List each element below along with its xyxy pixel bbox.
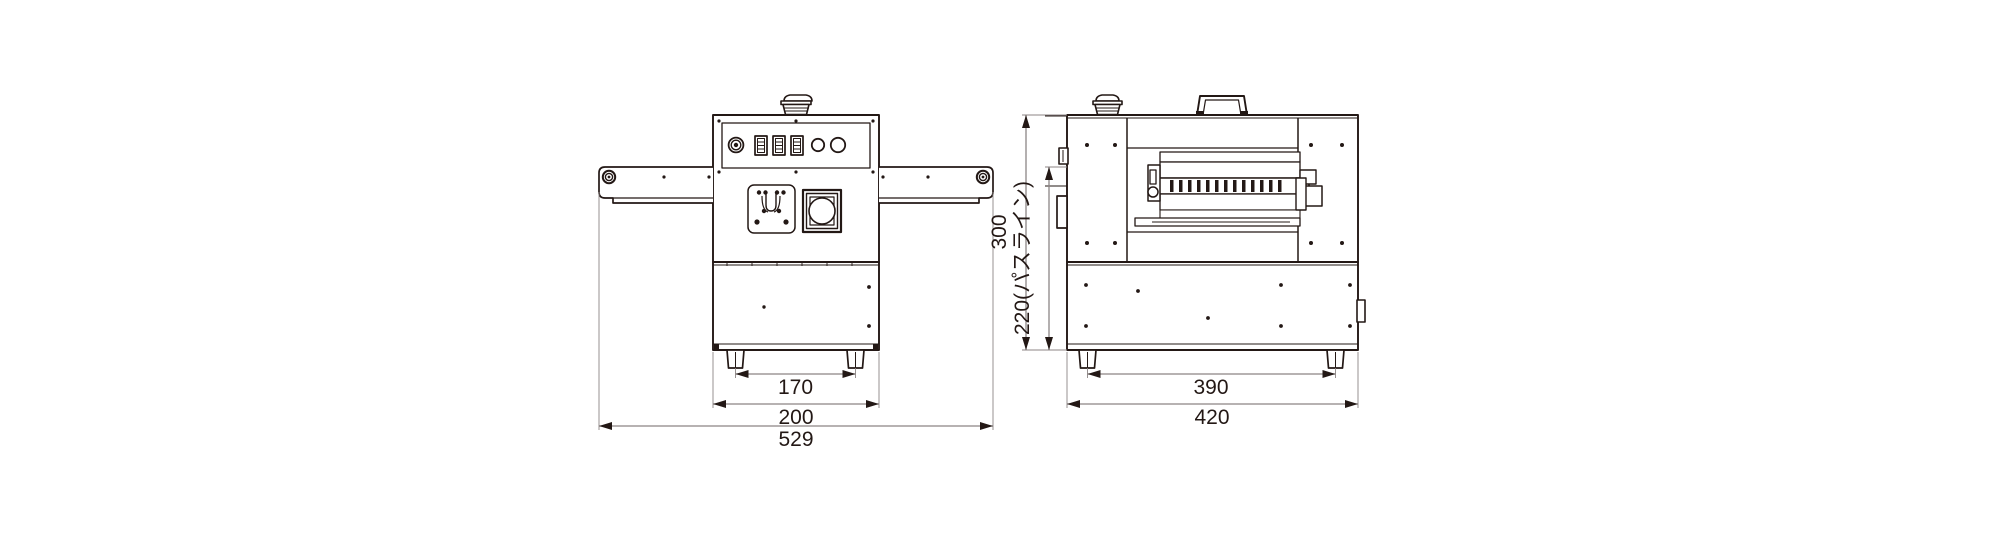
front-view: [598, 94, 994, 369]
arrow-head-left: [713, 400, 726, 408]
side-comb-fins: [1170, 180, 1282, 192]
front-inspection-window: [801, 188, 843, 234]
front-round-dial-icon: [727, 136, 745, 154]
front-mid-access-plate: [747, 184, 796, 234]
front-view-extension-lines: [598, 192, 994, 430]
side-left-upper-port: [1058, 147, 1069, 165]
side-top-cap-knob-icon: [1092, 94, 1123, 116]
side-lower-cabinet: [1066, 261, 1359, 351]
arrow-head-left: [1087, 370, 1101, 378]
front-leg-left: [726, 349, 745, 369]
dimension-side-passline: 220(パスライン): [1011, 167, 1053, 350]
front-rocker-switch-3-icon: [790, 135, 804, 156]
dimension-label-220-passline: 220(パスライン): [1011, 181, 1034, 335]
side-comb-housing: [1150, 177, 1310, 195]
dimension-front-body: 200: [713, 400, 879, 429]
arrow-head-bottom: [1022, 337, 1030, 350]
arrow-head-right: [980, 422, 993, 430]
arrow-head-left: [735, 370, 749, 378]
arrow-head-right: [866, 400, 879, 408]
side-leg-right: [1326, 349, 1345, 369]
arrow-head-left: [1067, 400, 1080, 408]
front-cabinet-seam-ticks: [726, 262, 853, 266]
arrow-head-right: [1345, 400, 1358, 408]
front-cabinet-fasteners: [714, 285, 878, 349]
dimension-label-390: 390: [1193, 376, 1228, 399]
front-round-button-1-icon: [810, 137, 826, 153]
front-round-button-2-icon: [829, 136, 847, 154]
side-right-latch: [1356, 299, 1366, 323]
arrow-head-bottom: [1045, 337, 1053, 350]
front-upper-body-fasteners: [717, 119, 875, 174]
front-top-cap-knob-icon: [780, 94, 813, 116]
dimension-side-height: 300: [988, 115, 1030, 350]
front-rocker-switch-1-icon: [754, 135, 768, 156]
side-view: [1045, 94, 1366, 369]
arrow-head-right: [1322, 370, 1336, 378]
side-roller-comb-assembly: [1134, 151, 1323, 227]
front-rocker-switch-2-icon: [772, 135, 786, 156]
dimension-label-200: 200: [778, 406, 813, 429]
side-carry-handle: [1196, 95, 1248, 116]
dimension-label-529: 529: [778, 428, 813, 451]
dimension-side-overall: 420: [1067, 400, 1358, 429]
side-left-lower-port: [1056, 195, 1068, 229]
dimension-label-300: 300: [988, 214, 1011, 249]
arrow-head-top: [1045, 167, 1053, 180]
front-right-conveyor-wing: [879, 166, 994, 204]
front-left-conveyor-wing: [598, 166, 713, 204]
arrow-head-right: [842, 370, 856, 378]
side-leg-left: [1078, 349, 1097, 369]
front-lower-cabinet: [712, 261, 880, 351]
front-left-roller-end-icon: [601, 169, 617, 185]
front-right-roller-end-icon: [975, 169, 991, 185]
front-leg-right: [846, 349, 865, 369]
side-panel-fasteners: [1085, 143, 1344, 245]
dimension-front-legs: 170: [735, 370, 856, 399]
dimension-front-overall: 529: [599, 422, 993, 451]
dimension-side-inner: 390: [1087, 370, 1336, 399]
dimension-label-170: 170: [778, 376, 813, 399]
arrow-head-top: [1022, 115, 1030, 128]
side-cabinet-fasteners: [1084, 283, 1352, 328]
arrow-head-left: [599, 422, 612, 430]
dimension-label-420: 420: [1194, 406, 1229, 429]
